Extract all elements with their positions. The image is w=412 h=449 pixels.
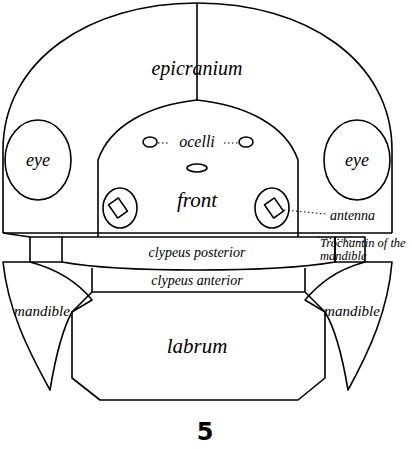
- region-label: epicranium: [151, 58, 242, 79]
- part-label: mandible: [324, 304, 380, 320]
- eye-label: eye: [26, 151, 50, 170]
- figure-number: 5: [197, 418, 214, 446]
- region-label: front: [177, 189, 217, 211]
- callout-label: Trochantin of the mandible: [320, 237, 410, 263]
- region-label: clypeus posterior: [149, 246, 246, 261]
- region-label: labrum: [167, 335, 228, 357]
- part-label: mandible: [14, 304, 70, 320]
- ocelli-label: ocelli: [179, 134, 215, 151]
- eye-label: eye: [345, 151, 369, 170]
- callout-label: antenna: [330, 209, 375, 224]
- region-label: clypeus anterior: [151, 274, 242, 289]
